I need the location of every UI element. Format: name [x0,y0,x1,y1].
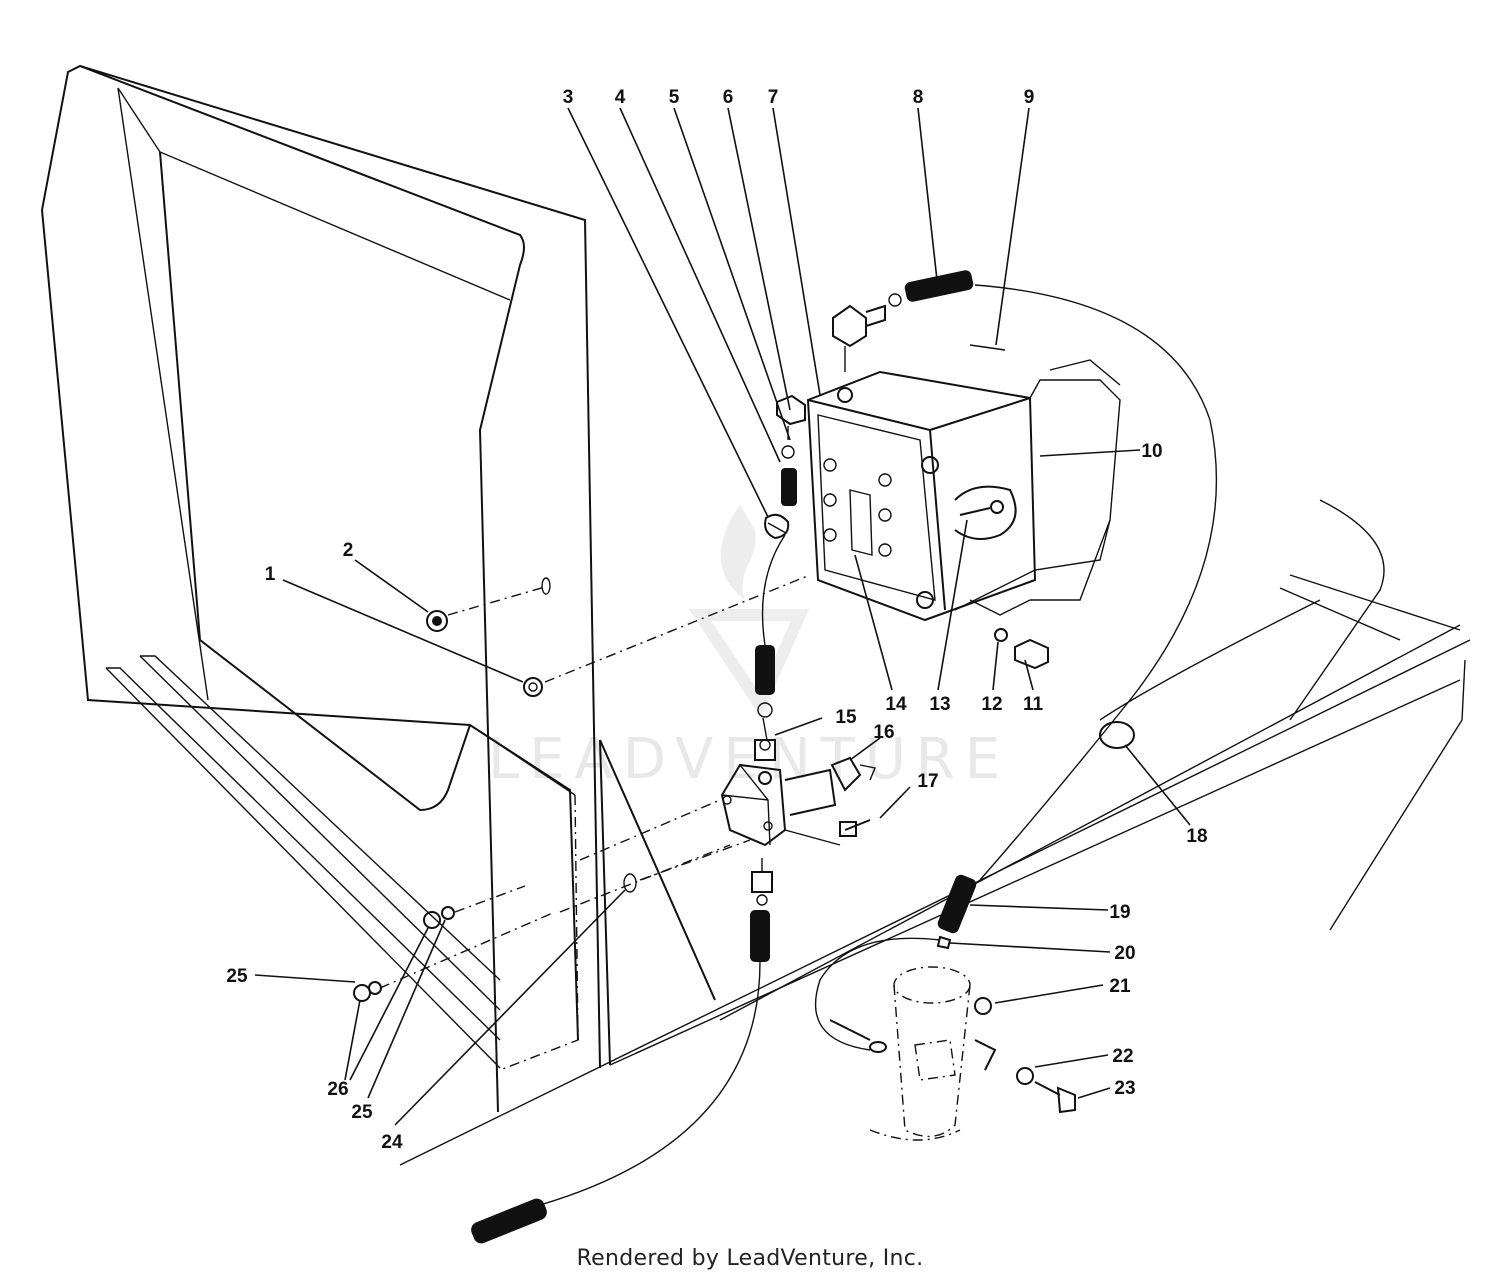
callout-20: 20 [1114,943,1135,964]
hoses [471,284,1321,1244]
leader-lines [254,107,1191,1126]
callout-25-bottom: 25 [351,1102,373,1123]
callout-6: 6 [723,87,734,108]
callout-21: 21 [1109,976,1131,997]
panel-hardware [353,574,811,1002]
callout-7: 7 [768,87,779,108]
pump-fittings [764,270,974,540]
shroud-panel [41,64,1461,1113]
callout-24: 24 [381,1132,403,1153]
callout-5: 5 [669,87,680,108]
watermark: LEADVENTURE [488,505,1010,792]
callout-17: 17 [917,771,938,792]
callout-12: 12 [981,694,1002,715]
callout-15: 15 [835,707,857,728]
callout-26: 26 [327,1079,348,1100]
callout-14: 14 [885,694,907,715]
credit-text: Rendered by LeadVenture, Inc. [576,1246,924,1271]
callout-8: 8 [913,87,924,108]
control-valve [720,717,876,906]
callout-10: 10 [1141,441,1162,462]
callout-2: 2 [343,540,354,561]
callout-23: 23 [1114,1078,1135,1099]
callout-numbers: 1 2 3 4 5 6 7 8 9 10 11 12 13 14 15 16 1… [226,87,1207,1153]
callout-25-left: 25 [226,966,248,987]
callout-18: 18 [1186,826,1207,847]
callout-16: 16 [873,722,894,743]
callout-9: 9 [1024,87,1035,108]
callout-19: 19 [1109,902,1130,923]
frame-rails [399,499,1471,1166]
callout-22: 22 [1112,1046,1133,1067]
callout-1: 1 [265,564,276,585]
callout-4: 4 [615,87,626,108]
watermark-text: LEADVENTURE [488,727,1010,792]
hydraulic-pump [806,359,1121,622]
filter-assembly [829,721,1135,1141]
callout-3: 3 [563,87,574,108]
callout-11: 11 [1023,694,1044,715]
callout-13: 13 [929,694,950,715]
